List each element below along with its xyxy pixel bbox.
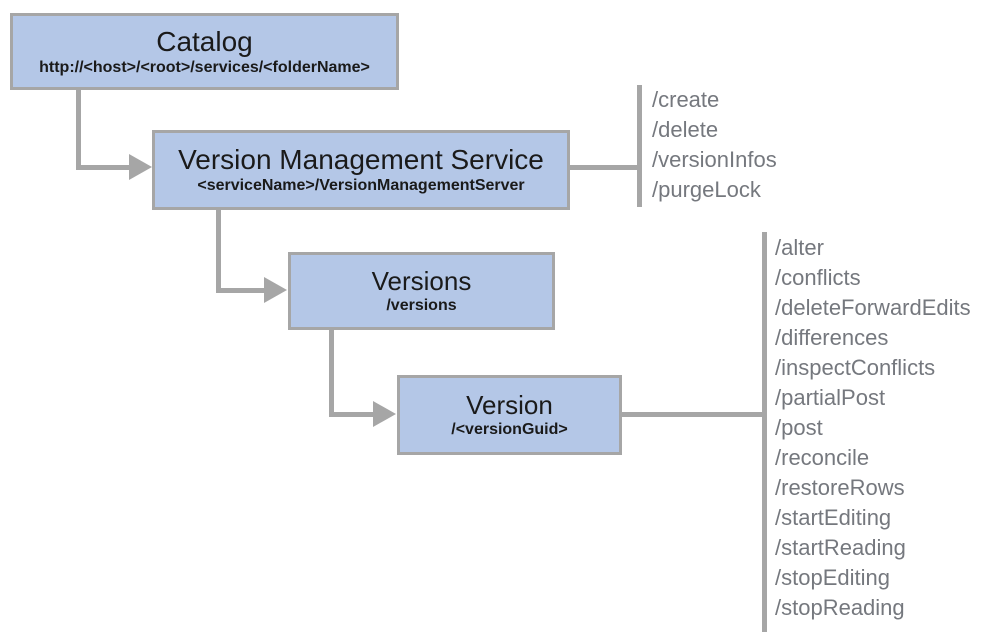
arrowhead-icon (129, 154, 152, 180)
endpoint-item: /versionInfos (652, 147, 777, 172)
node-version-title: Version (466, 390, 553, 420)
endpoint-item: /alter (775, 235, 824, 260)
node-version-url: /<versionGuid> (451, 421, 568, 438)
service-operations-list: /create/delete/versionInfos/purgeLock (652, 85, 777, 205)
endpoint-item: /delete (652, 117, 719, 142)
connector-versions-to-version-horizontal (329, 412, 373, 417)
endpoint-item: /reconcile (775, 445, 870, 470)
connector-versions-to-version-vertical (329, 330, 334, 417)
version-operations-list: /alter/conflicts/deleteForwardEdits/diff… (775, 233, 971, 623)
connector-version-to-version-ops (622, 412, 765, 417)
node-catalog: Catalog http://<host>/<root>/services/<f… (10, 13, 399, 90)
endpoint-item: /conflicts (775, 265, 861, 290)
arrowhead-icon (373, 401, 396, 427)
node-versions: Versions /versions (288, 252, 555, 330)
endpoint-item: /stopEditing (775, 565, 890, 590)
endpoint-item: /purgeLock (652, 177, 761, 202)
connector-vms-to-versions-vertical (216, 210, 221, 293)
node-catalog-url: http://<host>/<root>/services/<folderNam… (39, 58, 370, 76)
connector-catalog-to-vms-horizontal (76, 165, 129, 170)
endpoint-item: /deleteForwardEdits (775, 295, 971, 320)
node-version-management-service-title: Version Management Service (178, 144, 544, 175)
connector-vms-to-versions-horizontal (216, 288, 264, 293)
service-ops-bracket-bar (637, 85, 642, 207)
node-versions-title: Versions (371, 266, 472, 296)
version-ops-bracket-bar (762, 232, 767, 632)
endpoint-item: /inspectConflicts (775, 355, 936, 380)
connector-catalog-to-vms-vertical (76, 90, 81, 170)
node-version-management-service: Version Management Service <serviceName>… (152, 130, 570, 210)
endpoint-item: /create (652, 87, 720, 112)
arrowhead-icon (264, 277, 287, 303)
node-versions-url: /versions (386, 297, 457, 314)
endpoint-item: /differences (775, 325, 889, 350)
endpoint-item: /stopReading (775, 595, 905, 620)
node-catalog-title: Catalog (156, 25, 253, 57)
endpoint-item: /restoreRows (775, 475, 905, 500)
endpoint-item: /startEditing (775, 505, 892, 530)
node-version: Version /<versionGuid> (397, 375, 622, 455)
endpoint-item: /startReading (775, 535, 906, 560)
endpoint-item: /partialPost (775, 385, 886, 410)
endpoint-item: /post (775, 415, 823, 440)
connector-vms-to-service-ops (570, 165, 640, 170)
node-version-management-service-url: <serviceName>/VersionManagementServer (197, 177, 525, 194)
